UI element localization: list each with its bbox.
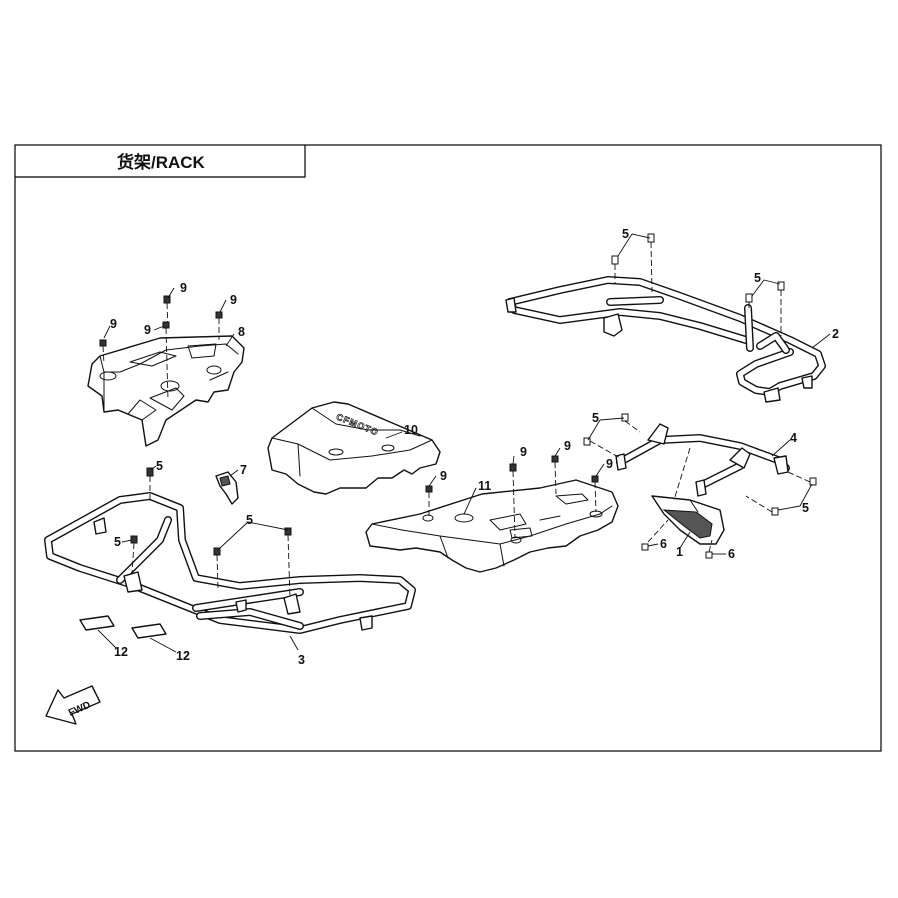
callout-5: 5 xyxy=(622,227,629,241)
part-12-reflectors xyxy=(79,615,167,639)
callout-5: 5 xyxy=(156,459,163,473)
callout-9: 9 xyxy=(606,457,613,471)
part-4-bracket-assembly xyxy=(615,423,790,497)
part-8-rear-carrier-plate xyxy=(87,335,245,447)
callout-11: 11 xyxy=(478,479,491,493)
callout-6: 6 xyxy=(728,547,735,561)
callout-9: 9 xyxy=(564,439,571,453)
part-11-front-carrier-plate xyxy=(365,479,619,573)
callout-2: 2 xyxy=(832,327,839,341)
callout-5: 5 xyxy=(592,411,599,425)
callout-1: 1 xyxy=(676,545,683,559)
callout-5: 5 xyxy=(802,501,809,515)
part-1-guard-plate xyxy=(651,495,725,545)
diagram-title: 货架/RACK xyxy=(117,152,206,172)
callout-9: 9 xyxy=(230,293,237,307)
bolts-part-11 xyxy=(425,455,599,539)
callout-12: 12 xyxy=(114,645,128,659)
callout-5: 5 xyxy=(114,535,121,549)
diagram-border xyxy=(14,144,882,752)
title-box xyxy=(15,145,306,178)
callout-7: 7 xyxy=(240,463,247,477)
callout-9: 9 xyxy=(110,317,117,331)
callout-9: 9 xyxy=(440,469,447,483)
part-3-front-rack-frame xyxy=(44,492,416,634)
callout-3: 3 xyxy=(298,653,305,667)
callout-8: 8 xyxy=(238,325,245,339)
fwd-arrow-icon: FWD xyxy=(45,685,101,725)
callout-labels: 5 5 2 9 9 9 9 8 10 9 9 9 9 11 5 4 5 6 1 … xyxy=(110,227,839,667)
callout-4: 4 xyxy=(790,431,797,445)
bolts-part-2 xyxy=(611,233,785,336)
leader-lines xyxy=(97,233,831,653)
bolts-part-8 xyxy=(99,295,223,401)
callout-9: 9 xyxy=(180,281,187,295)
part-7-bracket xyxy=(215,471,239,505)
bolts-part-4 xyxy=(583,413,817,559)
callout-5: 5 xyxy=(246,513,253,527)
part-10-logo-cover: CFMOTO xyxy=(267,401,441,495)
callout-5: 5 xyxy=(754,271,761,285)
callout-10: 10 xyxy=(404,423,418,437)
callout-12: 12 xyxy=(176,649,190,663)
callout-9: 9 xyxy=(520,445,527,459)
callout-6: 6 xyxy=(660,537,667,551)
callout-9: 9 xyxy=(144,323,151,337)
bolts-part-3 xyxy=(130,467,292,599)
part-2-rear-rack-frame xyxy=(505,276,826,403)
